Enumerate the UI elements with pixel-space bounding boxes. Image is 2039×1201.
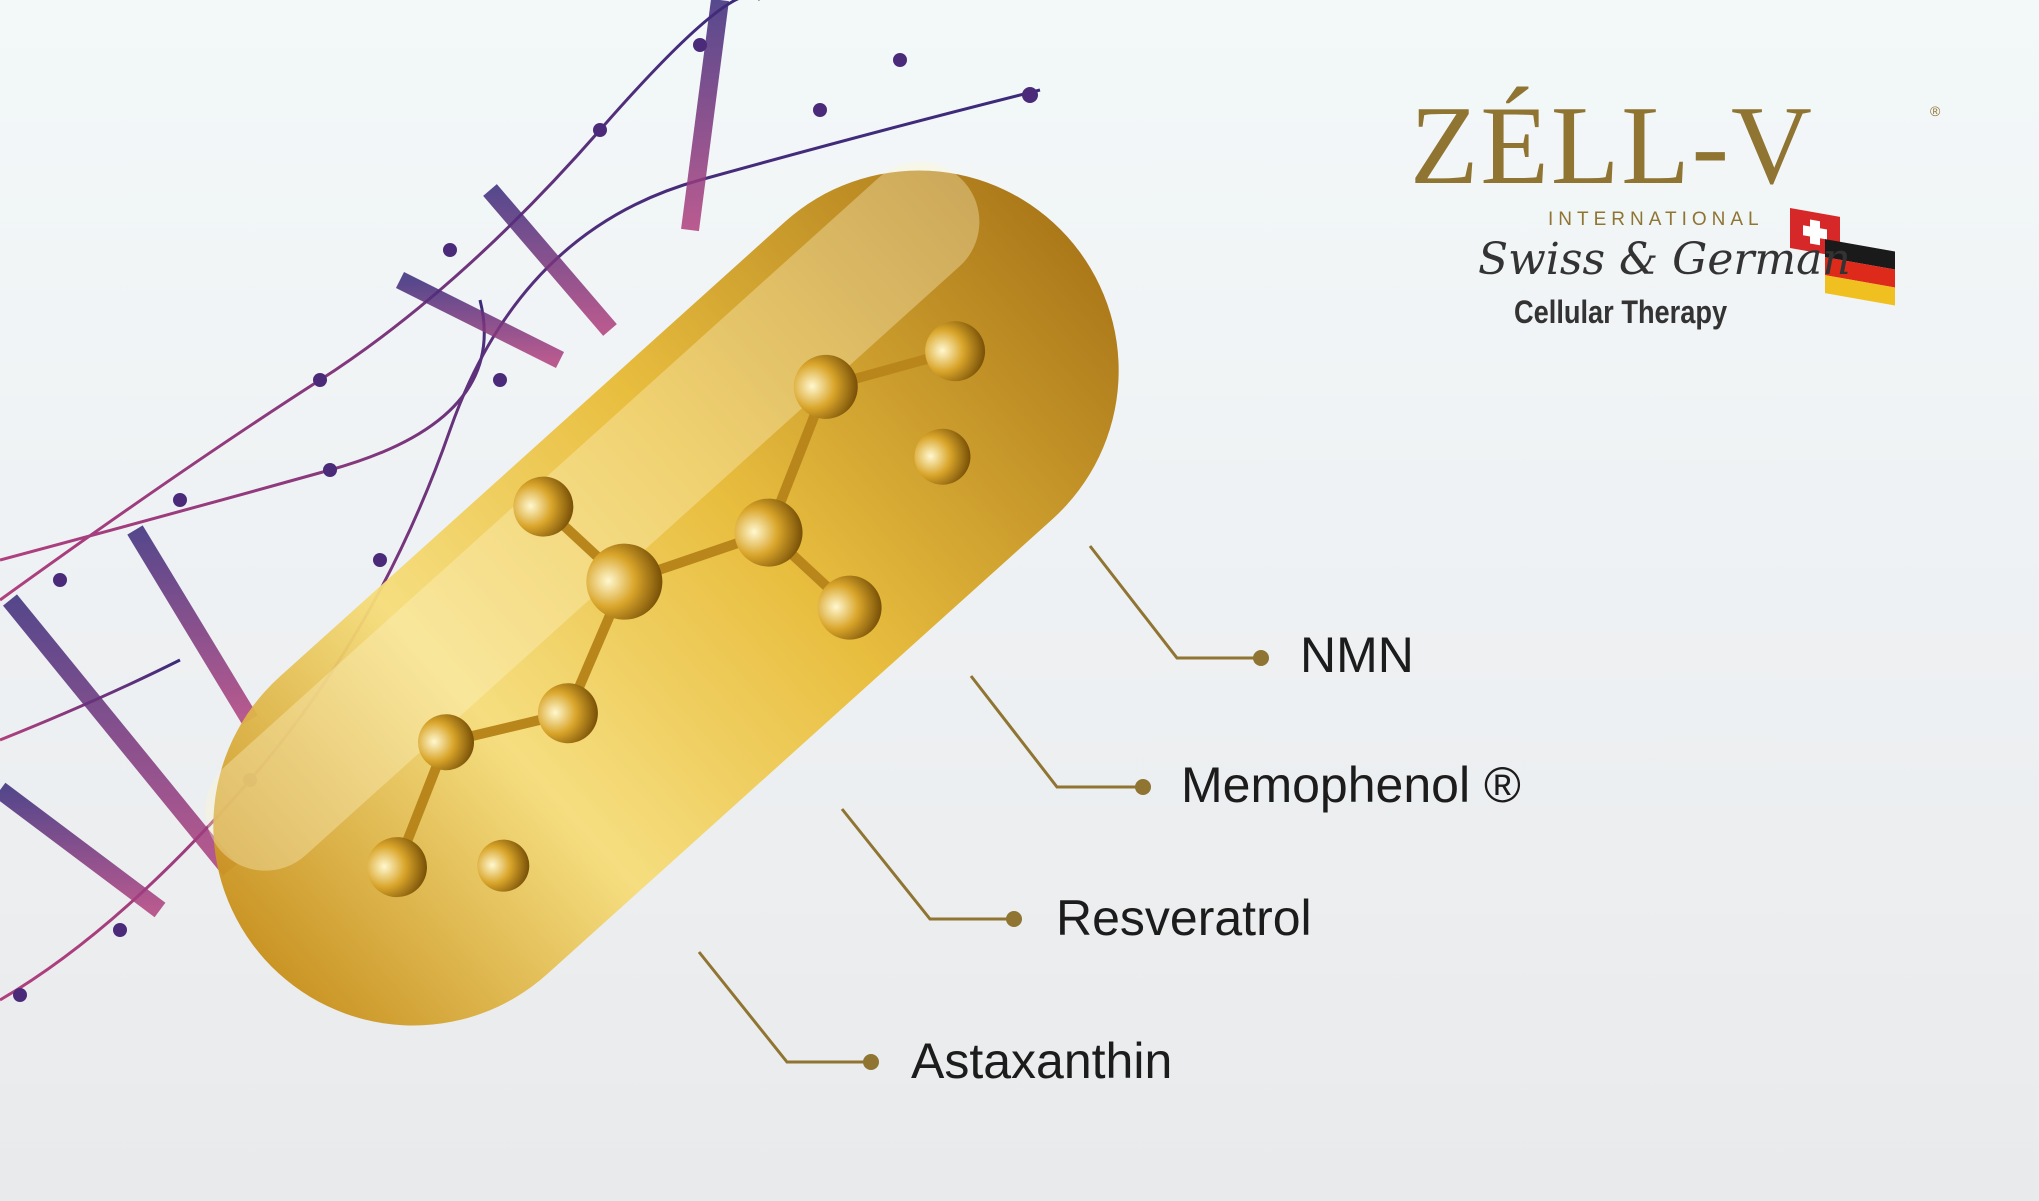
brand-tagline-2: Cellular Therapy [1514,294,1728,330]
callout-line-astaxanthin [697,951,871,1064]
capsule-graphic [205,161,1119,1026]
callout-line-nmn [1088,545,1261,660]
ingredient-label-resveratrol: Resveratrol [1056,890,1312,946]
registered-mark: ® [1930,103,1941,119]
callout-dot [1253,650,1269,666]
callout-dot [863,1054,879,1070]
callout-dot [1135,779,1151,795]
ingredient-label-astaxanthin: Astaxanthin [911,1033,1173,1089]
dna-helix-graphic [0,0,1041,1002]
ingredient-label-nmn: NMN [1300,627,1414,683]
brand-logo: ZÉLL-V ® INTERNATIONAL Swiss & German Ce… [1410,90,1970,350]
brand-tagline: Swiss & German [1478,234,1851,285]
callout-dot [1006,911,1022,927]
brand-name: ZÉLL-V [1410,84,1814,208]
brand-subtitle: INTERNATIONAL [1548,209,1764,230]
callout-line-resveratrol [840,808,1014,921]
callout-line-memophenol [969,675,1143,789]
ingredient-label-memophenol: Memophenol ® [1181,757,1521,813]
callout-lines [697,545,1261,1064]
swiss-german-flag-icon [1790,208,1895,306]
